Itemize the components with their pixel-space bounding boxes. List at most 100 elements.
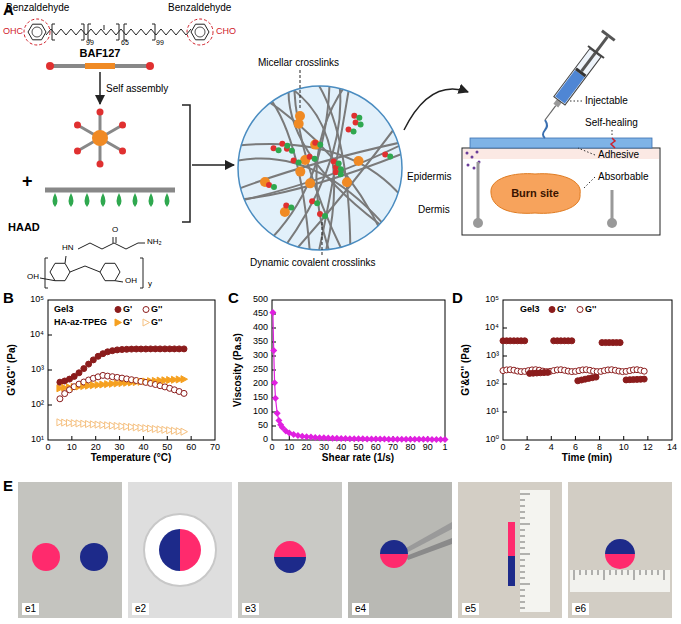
- photo-ground: [458, 482, 562, 618]
- data-point: [181, 428, 188, 435]
- ruler-tick: [520, 500, 525, 501]
- aldehyde-end: [74, 148, 81, 155]
- tick-mark: [143, 436, 144, 440]
- data-point: [181, 390, 187, 396]
- ruler-tick: [520, 494, 530, 495]
- label-text: e3: [242, 603, 259, 615]
- label-text: e2: [132, 603, 149, 615]
- data-point: [81, 366, 87, 372]
- tick-mark: [191, 436, 192, 440]
- leader-line: [584, 177, 595, 188]
- legend-marker: [549, 307, 555, 313]
- ruler-tick: [520, 578, 525, 579]
- bond: [78, 243, 145, 249]
- label-text: 10: [67, 443, 77, 452]
- label-text: Self assembly: [106, 84, 168, 94]
- label-text: 10⁵: [485, 295, 499, 304]
- label-text: 0: [500, 443, 505, 452]
- ruler-tick: [520, 608, 525, 609]
- tick-mark: [575, 436, 576, 440]
- tick-mark: [599, 436, 600, 440]
- label-text: e6: [572, 603, 589, 615]
- tick-mark: [48, 405, 52, 406]
- burn-site-shape: [491, 174, 580, 214]
- polymer-bar: [50, 64, 150, 68]
- arrow: [404, 89, 468, 130]
- cell-dot: [467, 164, 470, 167]
- label-text: y: [148, 280, 152, 288]
- data-point: [271, 379, 278, 386]
- aldehyde-end: [97, 161, 104, 168]
- legend-marker: [143, 307, 149, 313]
- leader-line: [300, 70, 301, 109]
- tick-mark: [503, 328, 507, 329]
- label-text: Adhesive: [598, 150, 639, 160]
- photo-ground: [348, 482, 452, 618]
- data-point: [641, 368, 647, 374]
- ruler-tick: [652, 570, 653, 575]
- hydrazide-group: [165, 193, 170, 207]
- label-text: Time (min): [562, 453, 612, 463]
- hydrazide-group: [289, 148, 295, 154]
- tick-mark: [95, 436, 96, 440]
- data-point: [522, 338, 528, 344]
- label-text: G'&G'' (Pa): [461, 344, 471, 396]
- cell-dot: [476, 151, 479, 154]
- syringe-rod: [582, 37, 608, 71]
- label-text: 12: [643, 443, 653, 452]
- data-point: [641, 376, 647, 382]
- tick-mark: [503, 356, 507, 357]
- leader-line: [612, 130, 613, 136]
- aldehyde-end: [119, 148, 126, 155]
- aldehyde-end: [74, 122, 81, 129]
- micelle-crosslink: [354, 156, 364, 166]
- gel-disc: [32, 543, 60, 571]
- photo: [458, 482, 562, 618]
- leader-line: [578, 148, 595, 155]
- hair-follicle: [607, 218, 617, 228]
- ruler: [520, 490, 550, 612]
- gel-disc: [80, 543, 108, 571]
- label-text: 20: [91, 443, 101, 452]
- label-text: 40: [336, 443, 346, 452]
- label-text: Benzaldehyde: [6, 3, 69, 13]
- gel-stream: [543, 120, 547, 138]
- label-text: 250: [253, 365, 268, 374]
- label-text: 40: [138, 443, 148, 452]
- cell-dot: [473, 167, 476, 170]
- aldehyde-end: [97, 109, 104, 116]
- label-text: +: [22, 172, 33, 190]
- ruler-tick: [604, 570, 605, 580]
- bond: [113, 237, 114, 243]
- hydrazide-group: [322, 213, 328, 219]
- ruler-tick: [520, 506, 525, 507]
- hydrazide-group: [296, 160, 302, 166]
- ruler-tick: [520, 542, 525, 543]
- ruler-tick: [520, 554, 530, 555]
- hydrazide-group: [284, 143, 290, 149]
- label-text: 450: [253, 309, 268, 318]
- bracket: [88, 24, 91, 40]
- label-text: 10²: [31, 400, 44, 409]
- label-text: O: [112, 226, 118, 234]
- bond: [115, 281, 123, 282]
- leader-line: [322, 222, 323, 255]
- legend-marker: [115, 307, 121, 313]
- hydrazide-group: [387, 153, 393, 159]
- photo-ground: [18, 482, 122, 618]
- skin-block: [462, 148, 660, 235]
- ruler-tick: [640, 570, 641, 575]
- label-text: 60: [371, 443, 381, 452]
- label-text: 100: [253, 407, 268, 416]
- gel-half: [380, 554, 408, 568]
- micelle-crosslink: [305, 178, 315, 188]
- data-point: [57, 396, 63, 402]
- label-text: 10⁴: [485, 323, 499, 332]
- ha-backbone: [45, 188, 175, 193]
- gel-strip: [508, 522, 515, 556]
- hair-follicle: [611, 190, 614, 220]
- epidermis-layer: [463, 149, 659, 159]
- label-text: 70: [210, 443, 220, 452]
